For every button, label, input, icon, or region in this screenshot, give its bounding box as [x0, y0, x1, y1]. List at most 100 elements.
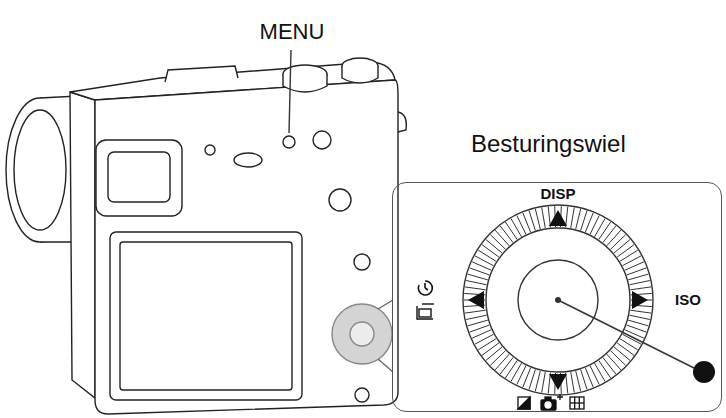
knurl-stroke — [603, 226, 616, 243]
knurl-stroke — [585, 368, 593, 388]
center-button — [518, 260, 598, 340]
knurl-stroke — [542, 207, 546, 228]
center-leader — [558, 300, 694, 368]
knurl-stroke — [617, 245, 634, 257]
knurl-stroke — [542, 372, 546, 393]
knurl-stroke — [486, 347, 502, 361]
knurl-stroke — [599, 361, 611, 378]
knurl-stroke — [500, 358, 513, 375]
knurl-stroke — [529, 369, 535, 389]
knurl-stroke — [620, 339, 638, 350]
viewfinder-eyecup — [96, 140, 182, 216]
inset-heading: Besturingswiel — [471, 131, 626, 157]
knurl-stroke — [614, 240, 630, 254]
knurl-stroke — [625, 262, 644, 271]
knurl-stroke — [465, 310, 486, 313]
button — [329, 189, 351, 211]
photo-creativity-icon — [541, 394, 563, 410]
knurl-stroke — [535, 209, 540, 229]
arrow-down — [549, 374, 567, 390]
knurl-stroke — [581, 211, 587, 231]
knurl-stroke — [607, 230, 621, 246]
knurl-stroke — [628, 320, 648, 326]
exposure-comp-icon — [518, 397, 530, 409]
button-label: MENU — [260, 20, 325, 44]
knurl-stroke — [495, 230, 509, 246]
knurl-stroke — [470, 325, 490, 332]
button — [234, 153, 262, 167]
menu-leader — [289, 50, 291, 133]
menu-button — [283, 136, 295, 148]
display-grid-icon — [570, 397, 584, 409]
knurl-stroke — [576, 209, 581, 229]
knurl-stroke — [486, 240, 502, 254]
wheel-direction-label: ISO — [673, 292, 703, 309]
wheel-direction-label: DISP — [538, 186, 577, 203]
knurl-stroke — [482, 343, 499, 355]
self-timer-icon — [418, 281, 432, 295]
knurl-stroke — [581, 369, 587, 389]
knurl-stroke — [490, 351, 505, 366]
knurl-stroke — [468, 274, 488, 280]
knurl-stroke — [478, 339, 496, 350]
wheel-outer — [463, 205, 653, 395]
knurl-stroke — [466, 315, 487, 319]
knurl-stroke — [627, 325, 647, 332]
knurl-stroke — [617, 343, 634, 355]
button — [205, 145, 215, 155]
knurl-stroke — [571, 372, 575, 393]
center-point — [555, 297, 561, 303]
knurl-stroke — [607, 354, 621, 370]
drive-mode-icon — [417, 304, 434, 319]
knurl-stroke — [505, 361, 517, 378]
knurl-stroke — [472, 330, 491, 339]
body-side — [70, 92, 95, 398]
knurl-stroke — [470, 268, 490, 275]
lcd-frame — [110, 232, 302, 400]
wheel-inner — [486, 228, 630, 372]
arrow-right — [632, 291, 648, 309]
knurl-stroke — [505, 222, 517, 239]
knurl-stroke — [611, 351, 626, 366]
knurl-stroke — [523, 213, 531, 233]
knurl-stroke — [482, 245, 499, 257]
body-back — [95, 80, 398, 414]
center-button-symbol — [693, 361, 715, 383]
button — [355, 388, 369, 402]
knurl-stroke — [495, 354, 509, 370]
knurl-stroke — [627, 268, 647, 275]
dial-side — [342, 66, 378, 83]
lens-ring — [14, 110, 66, 230]
wheel-knurling — [464, 206, 652, 394]
knurl-stroke — [465, 287, 486, 290]
strap-lug — [398, 112, 406, 132]
knurl-stroke — [490, 235, 505, 250]
arrow-left — [468, 291, 484, 309]
knurl-stroke — [603, 358, 616, 375]
knurl-stroke — [466, 281, 487, 285]
knurl-stroke — [599, 222, 611, 239]
knurl-stroke — [571, 207, 575, 228]
inset-leader — [378, 300, 393, 309]
knurl-stroke — [629, 315, 650, 319]
knurl-stroke — [511, 363, 522, 381]
knurl-stroke — [478, 250, 496, 261]
wheel-center — [350, 322, 374, 346]
hot-shoe — [165, 66, 238, 82]
knurl-stroke — [620, 250, 638, 261]
button — [313, 131, 331, 149]
knurl-stroke — [576, 371, 581, 391]
knurl-stroke — [629, 281, 650, 285]
knurl-stroke — [628, 274, 648, 280]
knurl-stroke — [630, 287, 651, 290]
inset-leader — [378, 359, 393, 372]
lcd-screen — [120, 242, 292, 390]
viewfinder-window — [108, 152, 170, 202]
knurl-stroke — [595, 219, 606, 237]
knurl-stroke — [529, 211, 535, 231]
arrow-up — [549, 210, 567, 226]
knurl-stroke — [468, 320, 488, 326]
knurl-stroke — [630, 310, 651, 313]
knurl-stroke — [611, 235, 626, 250]
